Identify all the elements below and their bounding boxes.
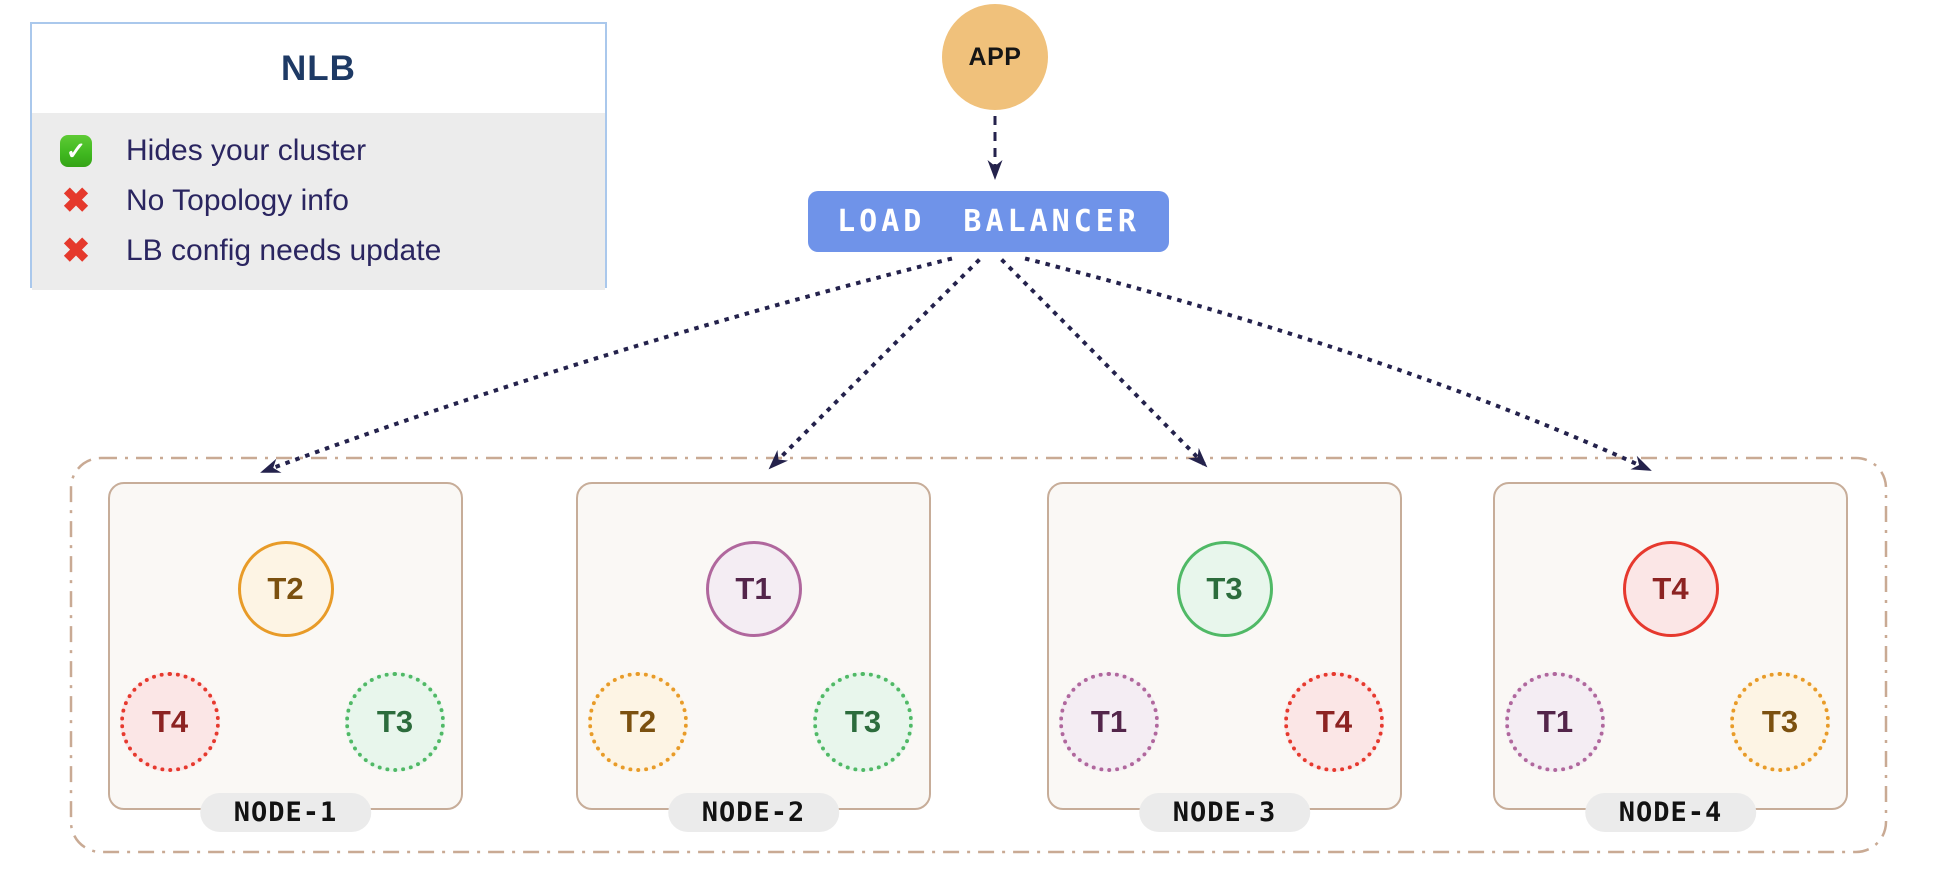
arrow-lb-to-node-2 <box>767 258 981 471</box>
pod-circle-primary: T2 <box>237 541 334 637</box>
pod-circle-replica: T4 <box>1284 672 1384 772</box>
legend-icon-slot: ✖ <box>56 234 96 268</box>
node-name-pill: NODE-1 <box>199 793 372 832</box>
node-name: NODE-2 <box>701 797 806 828</box>
node-box-4: T4 T1 T3 NODE-4 <box>1493 482 1848 832</box>
node-name-pill: NODE-4 <box>1584 793 1757 832</box>
pod-circle-replica: T1 <box>1505 672 1605 772</box>
legend-item-label: Hides your cluster <box>126 134 367 167</box>
legend-title: NLB <box>281 48 356 88</box>
pod-label: T3 <box>844 704 882 739</box>
legend-item-label: No Topology info <box>126 184 349 217</box>
node-box-3: T3 T1 T4 NODE-3 <box>1047 482 1402 832</box>
pod-label: T2 <box>619 704 657 739</box>
node-name: NODE-3 <box>1172 797 1277 828</box>
node-box-1: T2 T4 T3 NODE-1 <box>108 482 463 832</box>
node-name-pill: NODE-3 <box>1138 793 1311 832</box>
legend-icon-slot: ✖ <box>56 184 96 218</box>
cross-icon: ✖ <box>61 232 91 270</box>
pod-label: T4 <box>1315 704 1353 739</box>
pod-circle-replica: T4 <box>120 672 220 772</box>
legend-body: ✓ Hides your cluster ✖ No Topology info … <box>32 113 605 290</box>
pod-circle-replica: T3 <box>813 672 913 772</box>
pod-circle-primary: T4 <box>1622 541 1719 637</box>
legend-item-label: LB config needs update <box>126 234 442 267</box>
pod-circle-replica: T1 <box>1059 672 1159 772</box>
pod-circle-replica: T2 <box>588 672 688 772</box>
pod-circle-replica: T3 <box>1730 672 1830 772</box>
node-box-2: T1 T2 T3 NODE-2 <box>576 482 931 832</box>
load-balancer: LOAD BALANCER <box>808 191 1169 252</box>
pod-circle-primary: T3 <box>1176 541 1273 637</box>
pod-circle-primary: T1 <box>705 541 802 637</box>
legend-item: ✖ LB config needs update <box>32 226 605 276</box>
pod-label: T1 <box>1090 704 1128 739</box>
legend-header: NLB <box>32 24 605 113</box>
pod-label: T3 <box>376 704 414 739</box>
pod-circle-replica: T3 <box>345 672 445 772</box>
node-name-pill: NODE-2 <box>667 793 840 832</box>
node-name: NODE-4 <box>1618 797 1723 828</box>
nlb-legend-panel: NLB ✓ Hides your cluster ✖ No Topology i… <box>30 22 607 290</box>
pod-label: T3 <box>1761 704 1799 739</box>
app-label: APP <box>968 42 1022 71</box>
cross-icon: ✖ <box>61 182 91 220</box>
load-balancer-label: LOAD BALANCER <box>837 204 1140 239</box>
node-name: NODE-1 <box>233 797 338 828</box>
app-node: APP <box>942 4 1048 110</box>
legend-item: ✓ Hides your cluster <box>32 126 605 176</box>
pod-label: T2 <box>267 571 304 606</box>
check-icon: ✓ <box>60 135 92 167</box>
pod-label: T3 <box>1206 571 1243 606</box>
pod-label: T1 <box>735 571 772 606</box>
arrow-lb-to-node-1 <box>259 256 953 475</box>
legend-icon-slot: ✓ <box>56 135 96 167</box>
pod-label: T4 <box>151 704 189 739</box>
arrow-lb-to-node-4 <box>1024 256 1653 473</box>
pod-label: T1 <box>1536 704 1574 739</box>
pod-label: T4 <box>1652 571 1689 606</box>
legend-item: ✖ No Topology info <box>32 176 605 226</box>
arrow-lb-to-node-3 <box>1000 258 1209 469</box>
